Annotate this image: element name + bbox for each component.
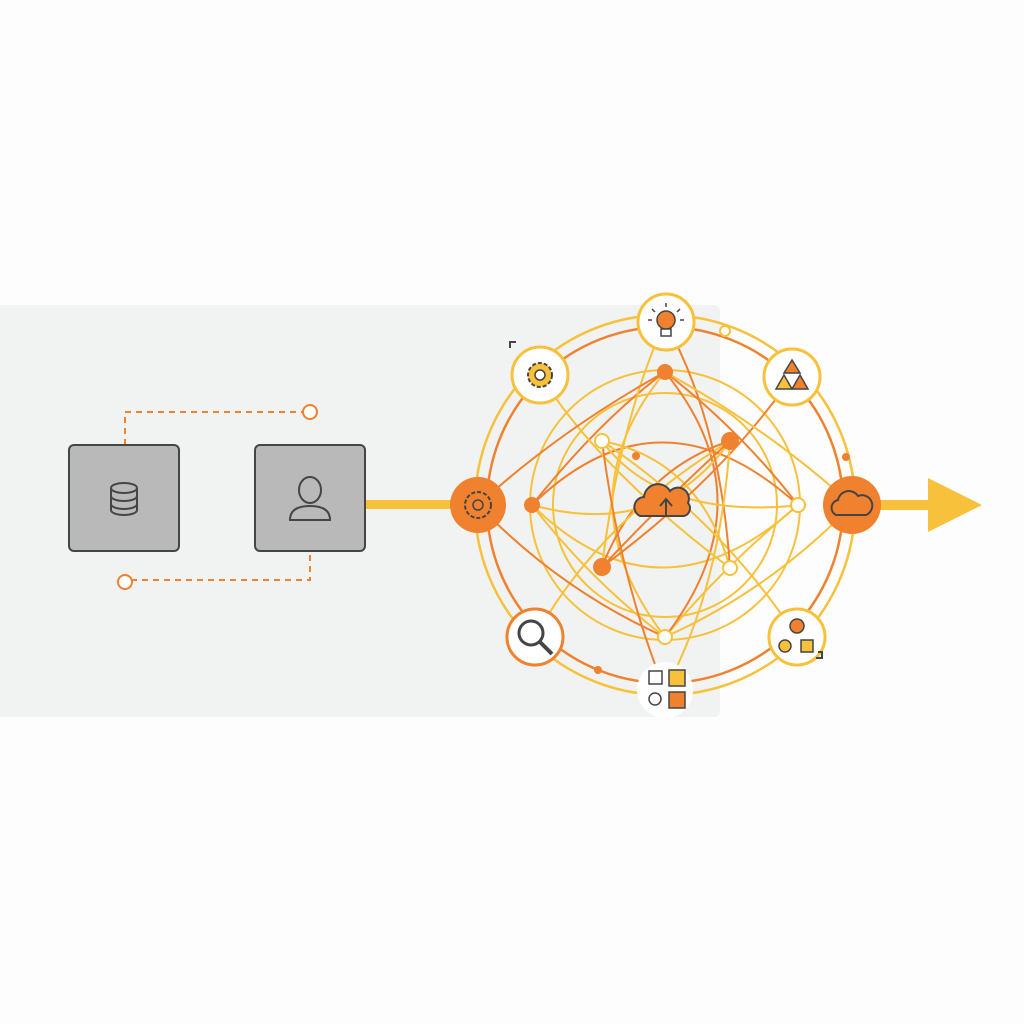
connector-node (117, 574, 133, 590)
output-arrow (880, 478, 982, 532)
input-flow-line (366, 500, 456, 509)
lightbulb-icon (636, 292, 696, 352)
user-icon (288, 476, 332, 521)
small-gear-icon (450, 477, 506, 533)
cloud-upload-icon (633, 483, 691, 517)
blocks-icon (637, 662, 693, 718)
cloud-icon (823, 476, 881, 534)
database-icon (110, 482, 138, 516)
shapes-circle-square-icon (767, 607, 827, 667)
connector-node (302, 404, 318, 420)
shapes-triangle-icon (762, 347, 822, 407)
gear-icon (509, 341, 570, 405)
user-box (254, 444, 366, 552)
magnifier-icon (505, 607, 565, 667)
database-box (68, 444, 180, 552)
mesh-nodes (524, 325, 850, 674)
dashed-connector (124, 411, 311, 581)
